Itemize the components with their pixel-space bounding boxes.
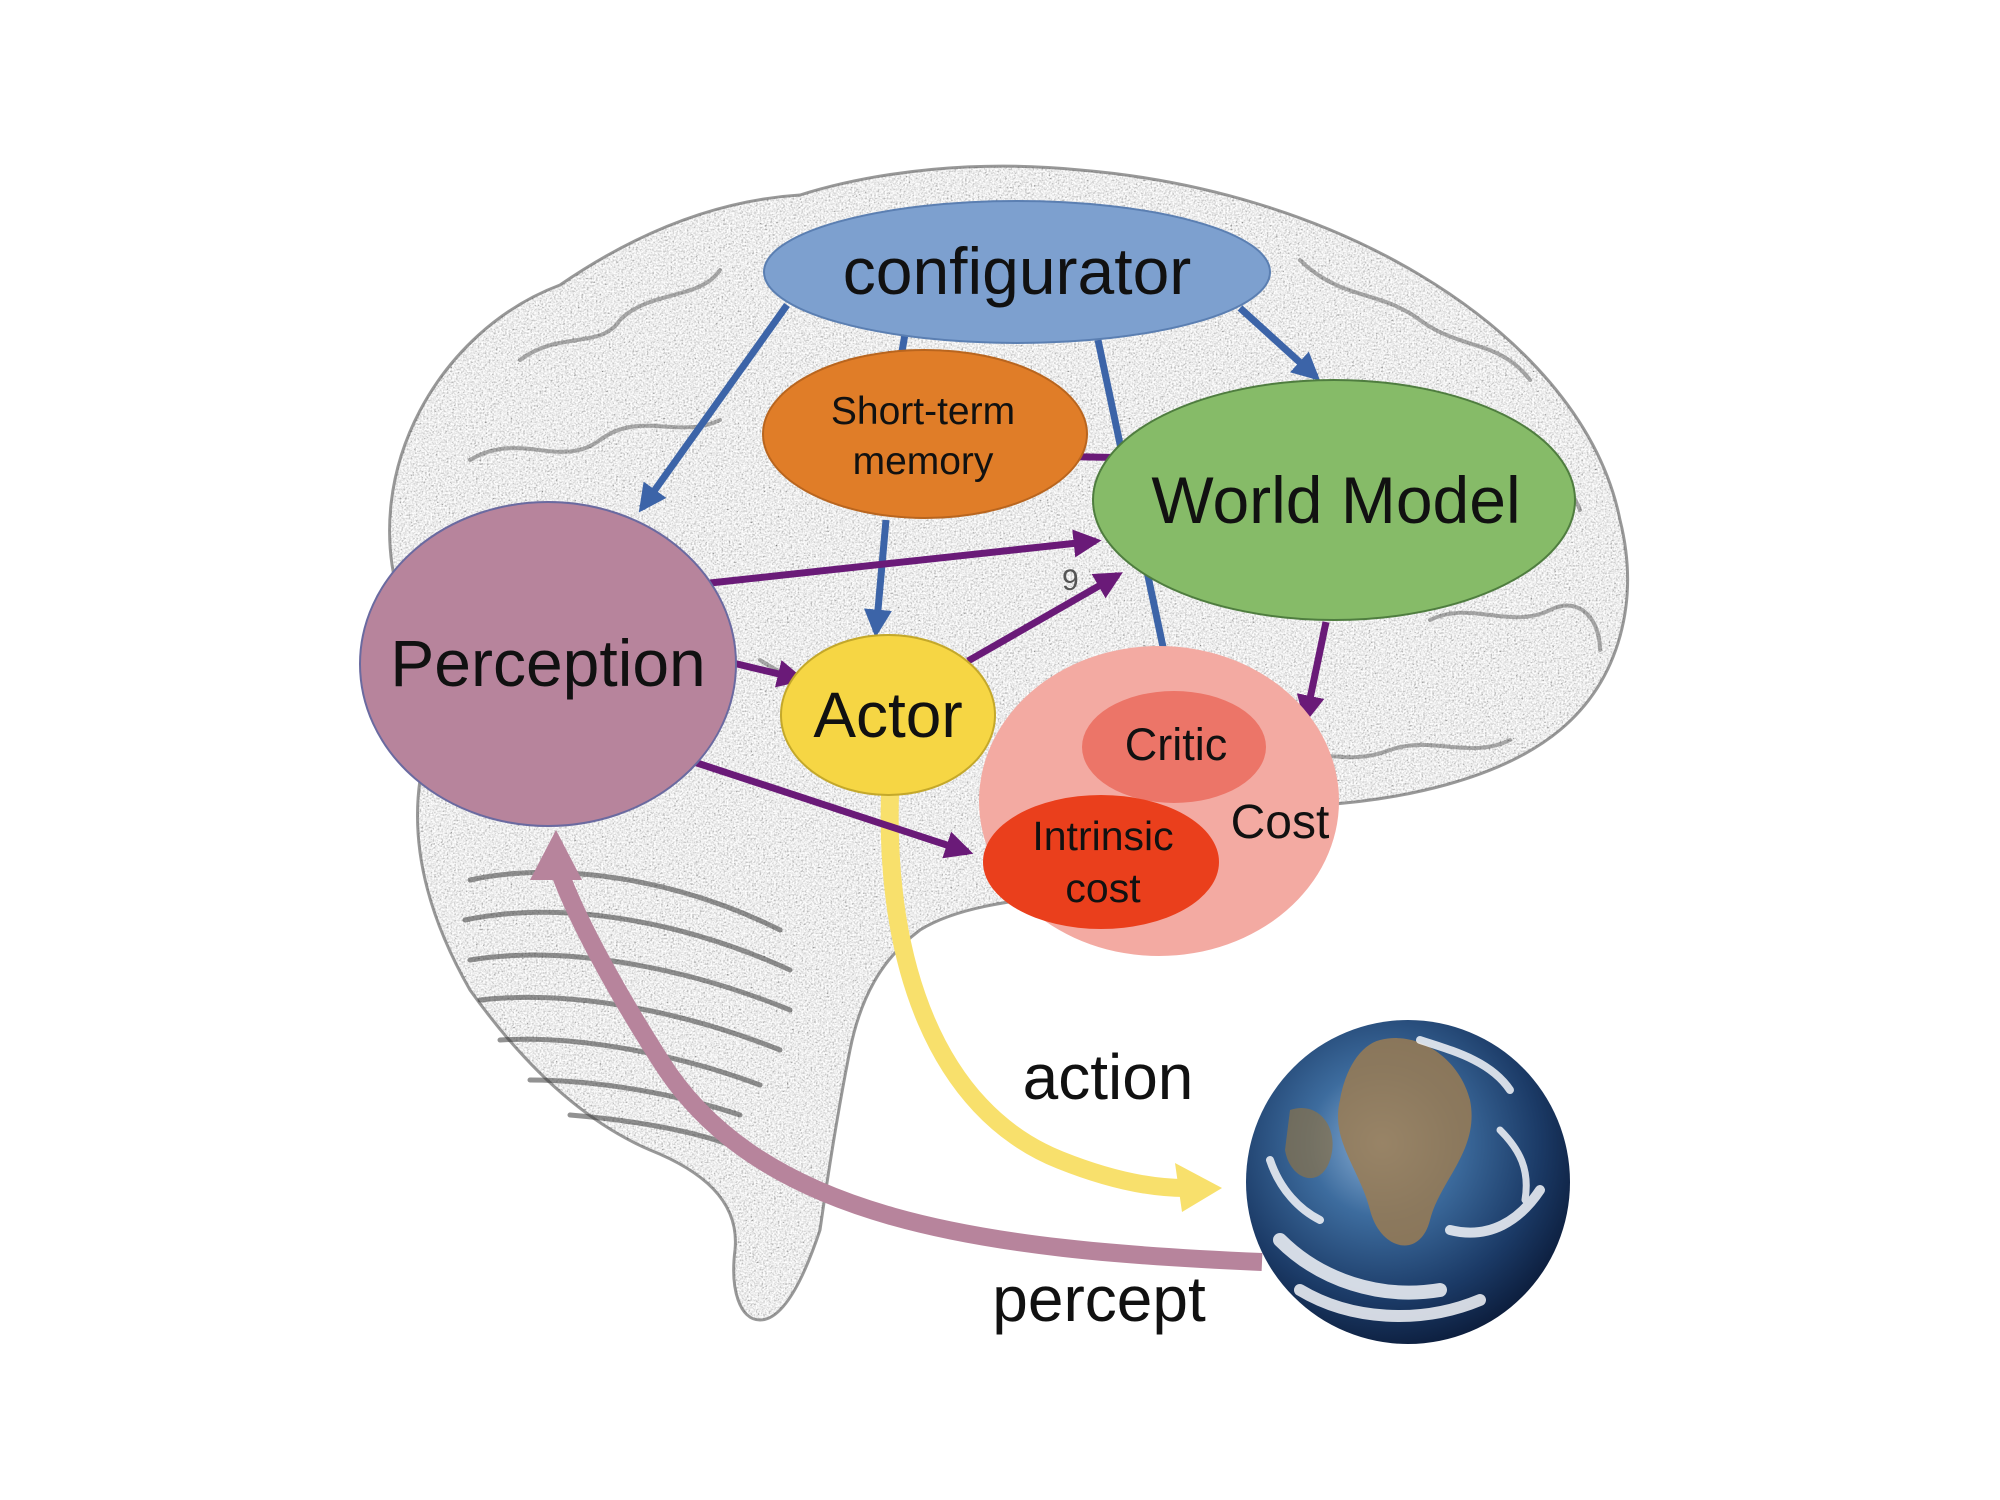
percept-arrow [547, 856, 1263, 1271]
arrow-stm-to-actor [864, 519, 892, 638]
world-model-label: World Model [1151, 463, 1520, 537]
percept-label: percept [992, 1263, 1206, 1335]
action-label: action [1023, 1041, 1194, 1113]
arrow-world-model-to-cost [1296, 621, 1330, 724]
arrow-actor-to-world-model [966, 571, 1123, 665]
intrinsic-cost-label-line2: cost [1065, 865, 1141, 911]
actor-node: Actor [780, 634, 996, 796]
intrinsic-cost-label-line1: Intrinsic [1032, 813, 1173, 859]
world-model-node: World Model [1092, 379, 1576, 621]
world-model-ellipse [1092, 379, 1576, 621]
short-term-memory-ellipse [762, 349, 1088, 519]
perception-ellipse [359, 501, 737, 827]
actor-label: Actor [813, 679, 962, 751]
arrow-perception-to-cost [692, 758, 974, 859]
intrinsic-cost-ellipse [983, 795, 1219, 929]
configurator-ellipse [763, 200, 1271, 344]
short-term-memory-label-line2: memory [853, 440, 994, 483]
critic-ellipse [1082, 691, 1266, 803]
arrow-configurator-to-perception [638, 302, 790, 513]
short-term-memory-label-line1: Short-term [831, 390, 1015, 433]
action-flow [880, 794, 1222, 1212]
action-arrowhead [1175, 1163, 1222, 1212]
arrow-perception-to-actor [732, 659, 806, 688]
perception-label: Perception [390, 626, 706, 700]
action-arrow [880, 794, 1186, 1197]
cost-module: Critic Intrinsic cost Cost [979, 646, 1339, 956]
percept-arrowhead [530, 830, 582, 880]
short-term-memory-node: Short-term memory [762, 349, 1088, 519]
configurator-label: configurator [843, 234, 1192, 308]
arrow-perception-to-world-model [709, 529, 1102, 587]
critic-label: Critic [1125, 719, 1227, 770]
actor-ellipse [780, 634, 996, 796]
configurator-node: configurator [763, 200, 1271, 344]
arrow-configurator-to-world-model [1237, 305, 1321, 381]
percept-flow [530, 830, 1263, 1271]
brain-area-9-label: 9 [1062, 564, 1079, 597]
earth-image [1246, 1020, 1570, 1344]
perception-node: Perception [359, 501, 737, 827]
cost-label: Cost [1231, 796, 1330, 849]
